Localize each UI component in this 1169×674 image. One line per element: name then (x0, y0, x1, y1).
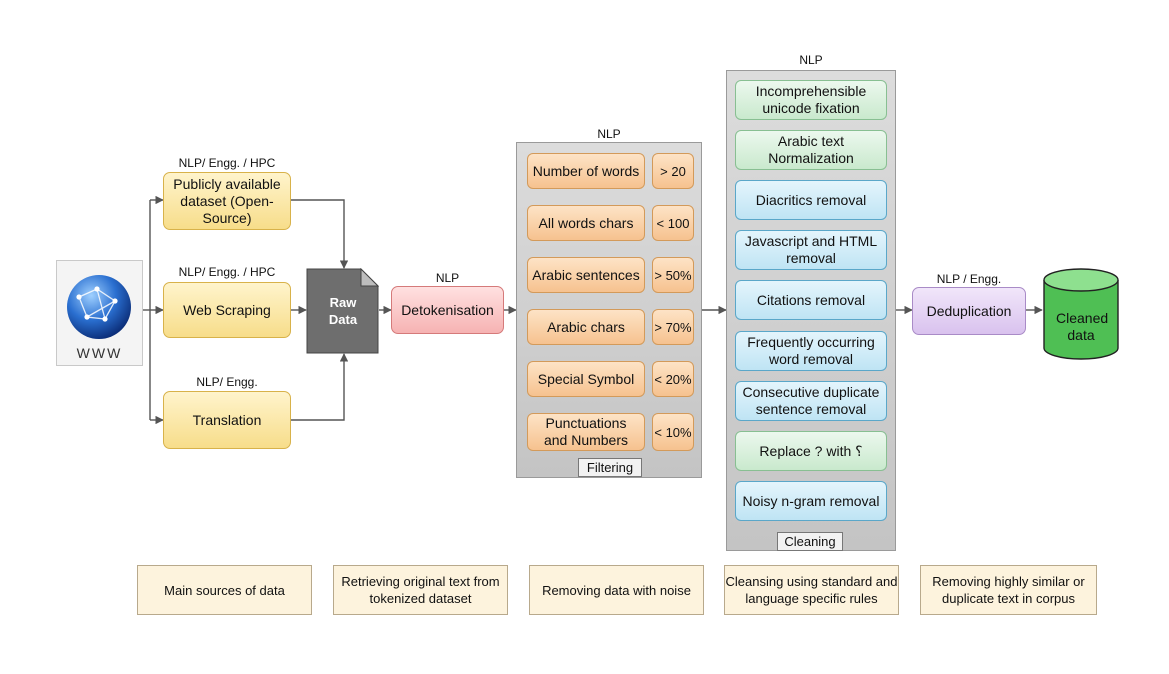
cleaning-step: Incomprehensible unicode fixation (735, 80, 887, 120)
cleaned-data-node: Cleaned data (1042, 268, 1120, 362)
raw-data-label: Raw Data (328, 295, 358, 327)
cleaning-step: Replace ? with ؟ (735, 431, 887, 471)
dedup-tag: NLP / Engg. (936, 272, 1002, 286)
cleaning-step: Consecutive duplicate sentence removal (735, 381, 887, 421)
www-source: WWW (56, 260, 143, 366)
detok-tag: NLP (435, 271, 460, 285)
filter-rule-label: Arabic chars (527, 309, 645, 345)
filter-rule-threshold: > 50% (652, 257, 694, 293)
filter-rule-label: Special Symbol (527, 361, 645, 397)
note-filtering: Removing data with noise (529, 565, 704, 615)
cleaning-step: Diacritics removal (735, 180, 887, 220)
cleaning-step: Frequently occurring word removal (735, 331, 887, 371)
cleaned-data-label: Cleaned data (1056, 310, 1109, 343)
source-tag: NLP/ Engg. (196, 375, 258, 389)
filtering-tag: NLP (597, 127, 621, 141)
filter-rule-threshold: > 20 (652, 153, 694, 189)
cleaning-step: Citations removal (735, 280, 887, 320)
document-icon (306, 268, 379, 354)
cleaning-step: Javascript and HTML removal (735, 230, 887, 270)
source-tag: NLP/ Engg. / HPC (178, 265, 276, 279)
globe-icon (67, 275, 131, 339)
note-detokenisation: Retrieving original text from tokenized … (333, 565, 508, 615)
raw-data-node: Raw Data (306, 268, 379, 354)
filter-rule-threshold: > 70% (652, 309, 694, 345)
source-tag: NLP/ Engg. / HPC (178, 156, 276, 170)
cleaning-step: Noisy n-gram removal (735, 481, 887, 521)
source-translation: Translation (163, 391, 291, 449)
cleaning-title: Cleaning (777, 532, 843, 551)
detokenisation-step: Detokenisation (391, 286, 504, 334)
filtering-title: Filtering (578, 458, 642, 477)
database-icon (1043, 268, 1119, 360)
note-deduplication: Removing highly similar or duplicate tex… (920, 565, 1097, 615)
filter-rule-label: All words chars (527, 205, 645, 241)
source-open-dataset: Publicly available dataset (Open-Source) (163, 172, 291, 230)
deduplication-step: Deduplication (912, 287, 1026, 335)
source-web-scraping: Web Scraping (163, 282, 291, 338)
www-label: WWW (76, 345, 123, 361)
filter-rule-threshold: < 20% (652, 361, 694, 397)
filter-rule-label: Punctuations and Numbers (527, 413, 645, 451)
filter-rule-threshold: < 100 (652, 205, 694, 241)
note-sources: Main sources of data (137, 565, 312, 615)
filter-rule-label: Arabic sentences (527, 257, 645, 293)
cleaning-step: Arabic text Normalization (735, 130, 887, 170)
note-cleaning: Cleansing using standard and language sp… (724, 565, 899, 615)
filter-rule-threshold: < 10% (652, 413, 694, 451)
filter-rule-label: Number of words (527, 153, 645, 189)
cleaning-tag: NLP (799, 53, 823, 67)
